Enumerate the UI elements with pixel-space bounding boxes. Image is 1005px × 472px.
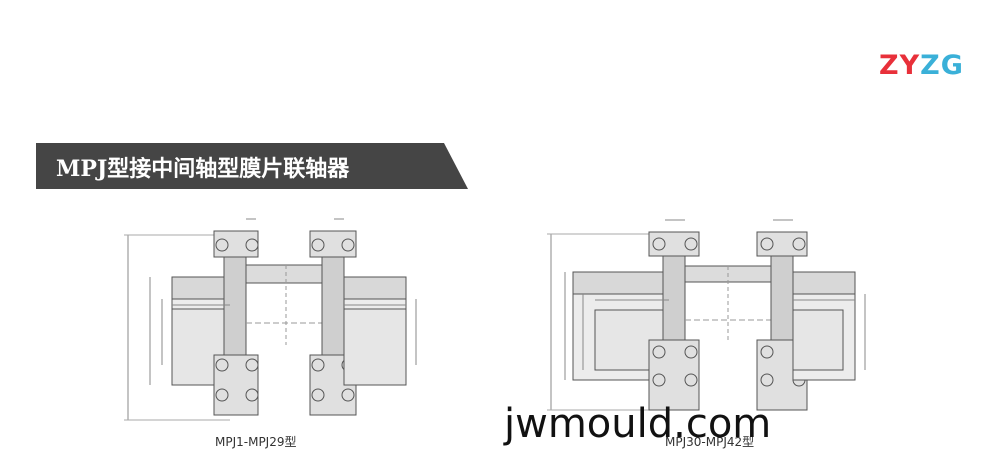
title-band-shape xyxy=(36,143,468,189)
figure-caption-2: MPJ30-MPJ42型 xyxy=(665,435,755,449)
section-title-band: MPJ型接中间轴型膜片联轴器 xyxy=(36,143,468,189)
brand-logo: ZYZG xyxy=(879,50,964,81)
drawing-mpj30-mpj42 xyxy=(547,219,866,411)
drawing-mpj1-mpj29 xyxy=(124,218,417,421)
figure-caption-1: MPJ1-MPJ29型 xyxy=(215,435,297,449)
section-title: MPJ型接中间轴型膜片联轴器 xyxy=(56,156,350,182)
watermark-text: jwmould.com xyxy=(504,401,772,447)
